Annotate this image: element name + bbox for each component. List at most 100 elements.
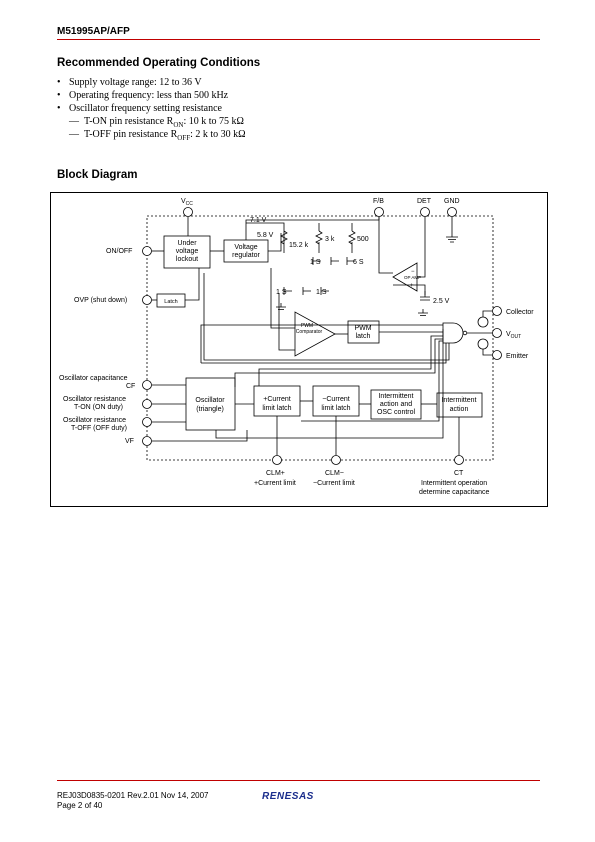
s1c-label: 1 S <box>316 289 327 296</box>
vreg-text-2: regulator <box>232 252 260 259</box>
r3-label: 3 k <box>325 236 335 243</box>
fb-pin <box>374 207 384 217</box>
cf-label-1: Oscillator capacitance <box>59 375 128 382</box>
footer-page-number: Page 2 of 40 <box>57 801 103 810</box>
wiring <box>152 217 492 455</box>
block-diagram: VCC F/B DET GND ON/OFF OVP (shut down) O… <box>59 198 534 496</box>
latch-block <box>156 293 186 308</box>
footer-rule <box>57 780 540 781</box>
ct-label: CT <box>454 470 464 477</box>
gnd-symbol <box>446 217 458 243</box>
s1a-label: 1 S <box>310 259 321 266</box>
osc-text-1: Oscillator <box>195 397 225 404</box>
pwmc-text-2: Comparator <box>296 329 323 335</box>
ton-label-1: Oscillator resistance <box>63 396 126 403</box>
onoff-pin <box>142 246 152 256</box>
ia-text-1: Intermittent <box>441 397 476 404</box>
intermittent-action-block <box>436 392 483 418</box>
bullet-icon: • <box>57 77 61 88</box>
gnd-pin <box>447 207 457 217</box>
ovp-label: OVP (shut down) <box>74 297 127 304</box>
pwm-comparator <box>294 311 336 357</box>
emitter-label: Emitter <box>506 353 529 360</box>
part-number-header: M51995AP/AFP <box>57 26 130 37</box>
v25-label: 2.5 V <box>433 298 450 305</box>
ton-label-2: T-ON (ON duty) <box>74 404 123 411</box>
resistor-500 <box>348 230 356 245</box>
intermittent-osc-block <box>370 389 422 420</box>
output-transistor-lower <box>477 338 489 350</box>
pwmc-text-1: PWM <box>301 323 313 329</box>
vf-pin <box>142 436 152 446</box>
uvlo-text-1: Under <box>177 240 197 247</box>
vreg-text-1: Voltage <box>234 244 257 251</box>
section-title-operating-conditions: Recommended Operating Conditions <box>57 57 261 69</box>
int-text-1: Intermittent <box>378 393 413 400</box>
ovp-pin <box>142 295 152 305</box>
cf-pin <box>142 380 152 390</box>
pcl-text-1: +Current <box>263 396 290 403</box>
resistor-3k <box>315 230 323 245</box>
cf-label-2: CF <box>126 383 135 390</box>
toff-label-2: T-OFF (OFF duty) <box>71 425 127 432</box>
r500-label: 500 <box>357 236 369 243</box>
ton-pin <box>142 399 152 409</box>
gnd-symbol-2 <box>276 303 286 310</box>
opamp-plus: + <box>410 283 414 289</box>
pcl-text-2: limit latch <box>262 405 291 412</box>
pwml-text-2: latch <box>356 333 371 340</box>
mcl-text-1: −Current <box>322 396 349 403</box>
clm-plus-label: CLM+ <box>266 470 285 477</box>
osc-text-2: (triangle) <box>196 406 224 413</box>
transistor-array <box>283 257 355 295</box>
clm-minus-label: CLM− <box>325 470 344 477</box>
opamp-text: OP AMP <box>404 275 421 280</box>
sub-list-item-text: — T-ON pin resistance RON: 10 k to 75 kΩ <box>69 116 244 129</box>
header-rule <box>57 39 540 40</box>
vout-label: VOUT <box>506 331 521 340</box>
renesas-logo: RENESAS <box>262 791 314 802</box>
gnd-label: GND <box>444 198 460 205</box>
list-item-text: Operating frequency: less than 500 kHz <box>69 90 229 101</box>
uvlo-block <box>163 235 211 269</box>
pwml-text-1: PWM <box>354 325 371 332</box>
uvlo-text-2: voltage <box>176 248 199 255</box>
collector-pin <box>492 306 502 316</box>
list-item-text: Supply voltage range: 12 to 36 V <box>69 77 202 88</box>
vcc-pin <box>183 207 193 217</box>
toff-pin <box>142 417 152 427</box>
oscillator-block <box>185 377 236 431</box>
collector-label: Collector <box>506 309 534 316</box>
emitter-pin <box>492 350 502 360</box>
s6-label: 6 S <box>353 259 364 266</box>
vcc-label: VCC <box>181 198 193 207</box>
ct-desc-2: determine capacitance <box>419 489 490 496</box>
toff-label-1: Oscillator resistance <box>63 417 126 424</box>
and-gate-bubble <box>462 330 468 336</box>
list-item-text: Oscillator frequency setting resistance <box>69 103 222 114</box>
output-transistor-upper <box>477 316 489 328</box>
ct-pin <box>454 455 464 465</box>
opamp-minus: − <box>411 269 415 275</box>
det-label: DET <box>417 198 432 205</box>
vf-label: VF <box>125 438 134 445</box>
s1b-label: 1 S <box>276 289 287 296</box>
int-text-2: action and <box>380 401 412 408</box>
ct-desc-1: Intermittent operation <box>421 480 487 487</box>
section-title-block-diagram: Block Diagram <box>57 169 138 181</box>
mcl-text-2: limit latch <box>321 405 350 412</box>
int-text-3: OSC control <box>377 409 416 416</box>
sub-list-item-text: — T-OFF pin resistance ROFF: 2 k to 30 k… <box>69 129 246 142</box>
clm-minus-desc: −Current limit <box>313 480 355 487</box>
fb-label: F/B <box>373 198 384 205</box>
clm-plus-desc: +Current limit <box>254 480 296 487</box>
footer-doc-id: REJ03D0835-0201 Rev.2.01 Nov 14, 2007 <box>57 791 209 800</box>
latch-text: Latch <box>164 299 177 305</box>
clm-minus-pin <box>331 455 341 465</box>
vout-pin <box>492 328 502 338</box>
clm-plus-pin <box>272 455 282 465</box>
r152-label: 15.2 k <box>289 242 309 249</box>
bullet-icon: • <box>57 90 61 101</box>
v58-label: 5.8 V <box>257 232 274 239</box>
block-diagram-frame: VCC F/B DET GND ON/OFF OVP (shut down) O… <box>50 192 548 507</box>
